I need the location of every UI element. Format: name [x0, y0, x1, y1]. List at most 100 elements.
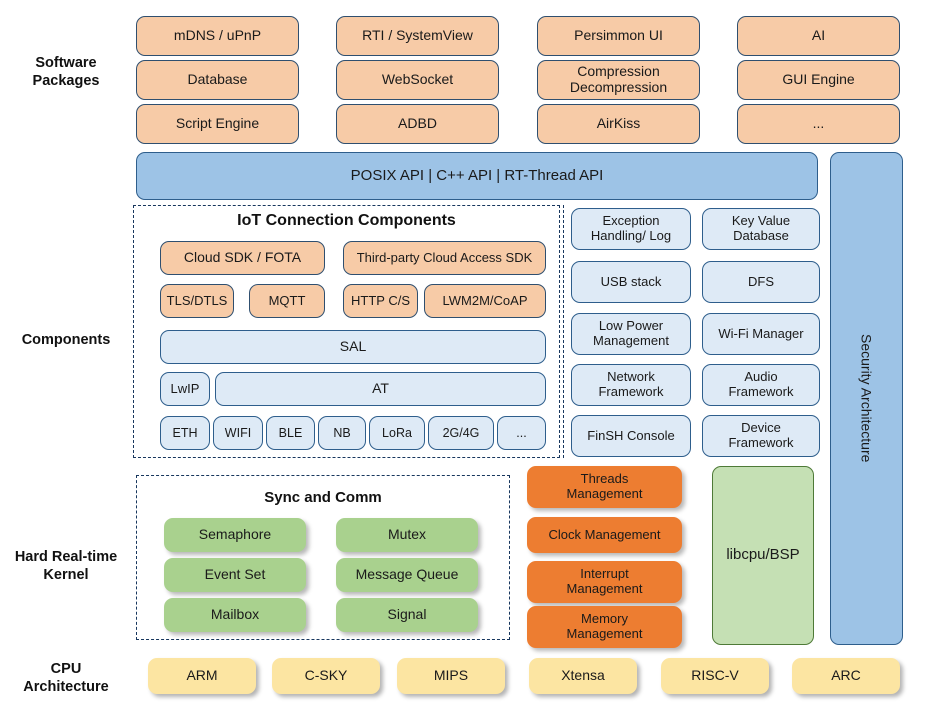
component-exception-handling-log[interactable]: Exception Handling/ Log — [571, 208, 691, 250]
iot-tls-dtls[interactable]: TLS/DTLS — [160, 284, 234, 318]
component-label: Low Power Management — [593, 318, 669, 348]
iot-group-title-text: IoT Connection Components — [237, 212, 456, 229]
sync-mailbox[interactable]: Mailbox — [164, 598, 306, 632]
iot-box-label: LWM2M/CoAP — [442, 292, 528, 308]
kernel-interrupt-management[interactable]: Interrupt Management — [527, 561, 682, 603]
iot-connection-components-title: IoT Connection Components — [133, 212, 560, 230]
iot-sal[interactable]: SAL — [160, 330, 546, 364]
software-package-label: ADBD — [398, 115, 437, 132]
cpu-arch-label: C-SKY — [304, 667, 348, 684]
iot-lwip[interactable]: LwIP — [160, 372, 210, 406]
iot-box-label: LoRa — [382, 426, 412, 440]
software-package-label: Compression Decompression — [569, 63, 668, 95]
sync-box-label: Semaphore — [198, 526, 272, 543]
component-label: FinSH Console — [587, 427, 675, 443]
row-label-components: Components — [0, 328, 132, 352]
iot-link-ble[interactable]: BLE — [266, 416, 315, 450]
iot-third-party-cloud-access-sdk[interactable]: Third-party Cloud Access SDK — [343, 241, 546, 275]
cpu-arch-arc[interactable]: ARC — [792, 658, 900, 694]
iot-box-label: AT — [372, 380, 389, 397]
component-label: Device Framework — [728, 420, 794, 450]
sync-group-title-text: Sync and Comm — [264, 489, 382, 506]
iot-at[interactable]: AT — [215, 372, 546, 406]
iot-link-more[interactable]: ... — [497, 416, 546, 450]
libcpu-bsp-block[interactable]: libcpu/BSP — [712, 466, 814, 645]
row-label-kernel: Hard Real-time Kernel — [0, 543, 132, 589]
component-finsh-console[interactable]: FinSH Console — [571, 415, 691, 457]
software-package-rti-systemview[interactable]: RTI / SystemView — [336, 16, 499, 56]
component-label: USB stack — [600, 273, 662, 289]
kernel-memory-management[interactable]: Memory Management — [527, 606, 682, 648]
software-package-adbd[interactable]: ADBD — [336, 104, 499, 144]
cpu-arch-label: RISC-V — [691, 667, 739, 684]
iot-link-lora[interactable]: LoRa — [369, 416, 425, 450]
component-label: Wi-Fi Manager — [718, 325, 804, 341]
sync-box-label: Mailbox — [210, 606, 260, 623]
iot-box-label: NB — [333, 426, 351, 440]
iot-mqtt[interactable]: MQTT — [249, 284, 325, 318]
cpu-arch-xtensa[interactable]: Xtensa — [529, 658, 637, 694]
row-label-software-packages: Software Packages — [0, 48, 132, 96]
iot-http-cs[interactable]: HTTP C/S — [343, 284, 418, 318]
sync-message-queue[interactable]: Message Queue — [336, 558, 478, 592]
cpu-arch-mips[interactable]: MIPS — [397, 658, 505, 694]
software-package-more[interactable]: ... — [737, 104, 900, 144]
sync-box-label: Signal — [387, 606, 427, 623]
component-dfs[interactable]: DFS — [702, 261, 820, 303]
row-label-software-packages-text: Software Packages — [32, 54, 100, 89]
iot-link-2g-4g[interactable]: 2G/4G — [428, 416, 494, 450]
component-network-framework[interactable]: Network Framework — [571, 364, 691, 406]
component-device-framework[interactable]: Device Framework — [702, 415, 820, 457]
cpu-arch-arm[interactable]: ARM — [148, 658, 256, 694]
iot-lwm2m-coap[interactable]: LWM2M/CoAP — [424, 284, 546, 318]
sync-mutex[interactable]: Mutex — [336, 518, 478, 552]
iot-link-nb[interactable]: NB — [318, 416, 366, 450]
component-label: Audio Framework — [728, 369, 794, 399]
api-bar[interactable]: POSIX API | C++ API | RT-Thread API — [136, 152, 818, 200]
component-usb-stack[interactable]: USB stack — [571, 261, 691, 303]
iot-box-label: 2G/4G — [442, 426, 480, 440]
sync-box-label: Event Set — [204, 566, 266, 583]
kernel-box-label: Threads Management — [566, 471, 643, 501]
iot-box-label: BLE — [278, 426, 303, 440]
software-package-database[interactable]: Database — [136, 60, 299, 100]
sync-event-set[interactable]: Event Set — [164, 558, 306, 592]
software-package-gui-engine[interactable]: GUI Engine — [737, 60, 900, 100]
cpu-arch-risc-v[interactable]: RISC-V — [661, 658, 769, 694]
iot-cloud-sdk-fota[interactable]: Cloud SDK / FOTA — [160, 241, 325, 275]
kernel-threads-management[interactable]: Threads Management — [527, 466, 682, 508]
software-package-mdns-upnp[interactable]: mDNS / uPnP — [136, 16, 299, 56]
component-label: Key Value Database — [731, 213, 791, 243]
libcpu-bsp-label: libcpu/BSP — [726, 546, 800, 564]
security-architecture-bar[interactable]: Security Architecture — [830, 152, 903, 645]
row-label-cpu-architecture: CPU Architecture — [0, 655, 132, 701]
component-wifi-manager[interactable]: Wi-Fi Manager — [702, 313, 820, 355]
component-audio-framework[interactable]: Audio Framework — [702, 364, 820, 406]
iot-box-label: MQTT — [268, 292, 306, 308]
sync-box-label: Message Queue — [355, 566, 459, 583]
iot-link-eth[interactable]: ETH — [160, 416, 210, 450]
component-low-power-management[interactable]: Low Power Management — [571, 313, 691, 355]
kernel-clock-management[interactable]: Clock Management — [527, 517, 682, 553]
software-package-ai[interactable]: AI — [737, 16, 900, 56]
row-label-cpu-architecture-text: CPU Architecture — [23, 660, 109, 695]
iot-link-wifi[interactable]: WIFI — [213, 416, 263, 450]
software-package-label: mDNS / uPnP — [173, 27, 262, 44]
iot-box-label: HTTP C/S — [351, 292, 410, 308]
iot-box-label: ... — [516, 426, 527, 440]
software-package-airkiss[interactable]: AirKiss — [537, 104, 700, 144]
software-package-label: AI — [811, 27, 826, 44]
software-package-compression-decompression[interactable]: Compression Decompression — [537, 60, 700, 100]
kernel-box-label: Interrupt Management — [566, 566, 643, 596]
software-package-persimmon-ui[interactable]: Persimmon UI — [537, 16, 700, 56]
iot-box-label: WIFI — [224, 426, 252, 440]
component-label: Network Framework — [598, 369, 664, 399]
sync-semaphore[interactable]: Semaphore — [164, 518, 306, 552]
component-key-value-database[interactable]: Key Value Database — [702, 208, 820, 250]
software-package-label: Script Engine — [175, 115, 260, 132]
software-package-script-engine[interactable]: Script Engine — [136, 104, 299, 144]
sync-signal[interactable]: Signal — [336, 598, 478, 632]
software-package-websocket[interactable]: WebSocket — [336, 60, 499, 100]
security-architecture-label: Security Architecture — [858, 334, 875, 463]
cpu-arch-c-sky[interactable]: C-SKY — [272, 658, 380, 694]
